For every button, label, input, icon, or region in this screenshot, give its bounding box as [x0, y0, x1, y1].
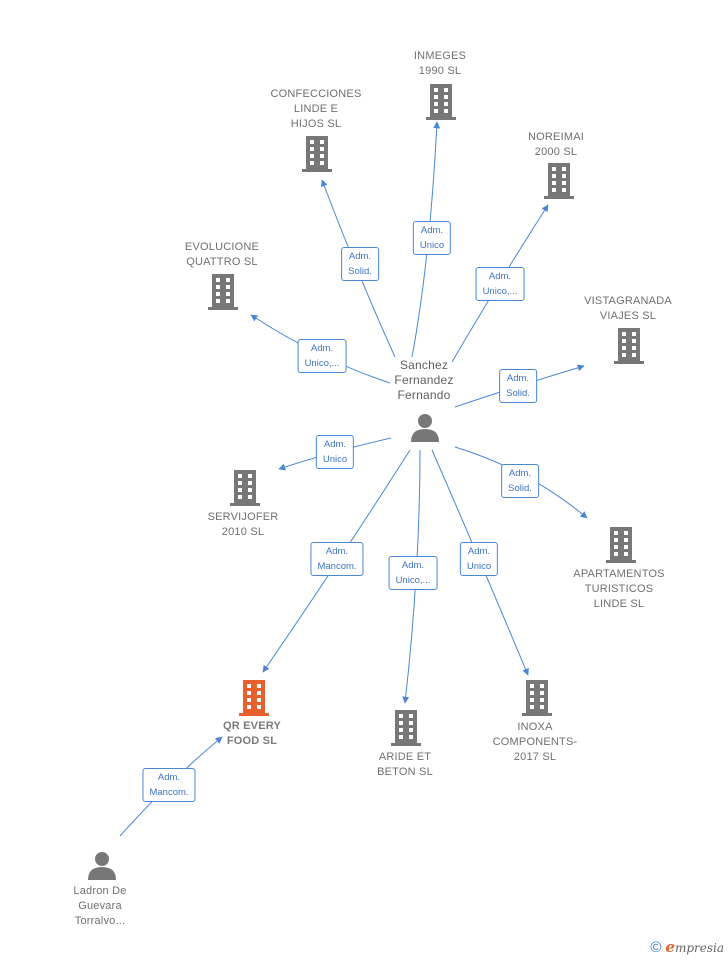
- relation-box-inmeges[interactable]: Adm. Unico: [412, 221, 452, 255]
- copyright-icon: ©: [650, 939, 662, 956]
- relation-box-aride[interactable]: Adm. Unico,...: [388, 556, 438, 590]
- building-icon[interactable]: [230, 470, 260, 506]
- person-icon[interactable]: [87, 850, 117, 880]
- person-label-ladron: Ladron De Guevara Torralvo...: [73, 885, 127, 927]
- relation-box-qrevery[interactable]: Adm. Mancom.: [310, 542, 364, 576]
- company-label-qrevery: QR EVERY FOOD SL: [222, 720, 282, 747]
- building-icon[interactable]: [302, 136, 332, 172]
- building-icon[interactable]: [391, 710, 421, 746]
- relation-box-ladron-qrevery[interactable]: Adm. Mancom.: [142, 768, 196, 802]
- company-label-servijofer: SERVIJOFER 2010 SL: [207, 511, 279, 538]
- relation-box-evolucione[interactable]: Adm. Unico,...: [297, 339, 347, 373]
- building-icon[interactable]: [522, 680, 552, 716]
- building-icon[interactable]: [544, 163, 574, 199]
- relation-box-vistagranada[interactable]: Adm. Solid.: [499, 369, 537, 403]
- building-icon[interactable]: [208, 274, 238, 310]
- center-person-label: Sanchez Fernandez Fernando: [394, 358, 454, 402]
- company-label-apartamentos: APARTAMENTOS TURISTICOS LINDE SL: [573, 568, 665, 610]
- relation-box-servijofer[interactable]: Adm. Unico: [315, 435, 355, 469]
- brand-logo[interactable]: empresia: [665, 938, 724, 956]
- building-icon[interactable]: [614, 328, 644, 364]
- relation-box-inoxa[interactable]: Adm. Unico: [459, 542, 499, 576]
- company-label-noreimai: NOREIMAI 2000 SL: [528, 131, 584, 158]
- footer-brand: ©empresia: [650, 938, 724, 956]
- building-icon[interactable]: [426, 84, 456, 120]
- relation-box-confecciones[interactable]: Adm. Solid.: [341, 247, 379, 281]
- relation-box-noreimai[interactable]: Adm. Unico,...: [475, 267, 525, 301]
- building-icon-highlight[interactable]: [239, 680, 269, 716]
- company-label-inoxa: INOXA COMPONENTS- 2017 SL: [492, 721, 578, 763]
- building-icon[interactable]: [606, 527, 636, 563]
- person-icon[interactable]: [410, 412, 440, 442]
- company-label-evolucione: EVOLUCIONE QUATTRO SL: [184, 241, 260, 268]
- relation-box-apartamentos[interactable]: Adm. Solid.: [501, 464, 539, 498]
- company-label-vistagranada: VISTAGRANADA VIAJES SL: [584, 295, 672, 322]
- company-label-aride: ARIDE ET BETON SL: [377, 751, 433, 778]
- company-label-inmeges: INMEGES 1990 SL: [413, 50, 467, 77]
- company-label-confecciones: CONFECCIONES LINDE E HIJOS SL: [270, 88, 362, 130]
